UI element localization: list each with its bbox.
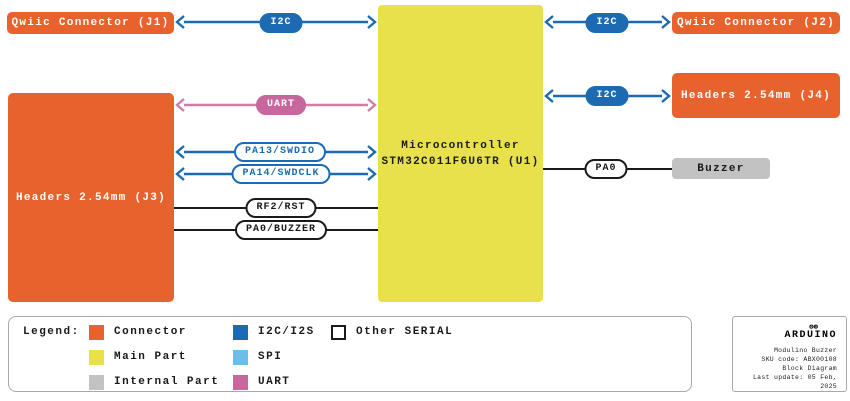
legend-label-spi: SPI	[258, 351, 283, 363]
spi-color-swatch	[233, 349, 248, 365]
headers-j4-block: Headers 2.54mm (J4)	[672, 73, 840, 118]
legend-title: Legend:	[23, 326, 80, 338]
sku-code: SKU code: ABX00108	[761, 356, 837, 363]
legend-label-other-serial: Other SERIAL	[356, 326, 454, 338]
headers-j3-label: Headers 2.54mm (J3)	[15, 191, 167, 204]
legend-item-other-serial: Other SERIAL	[331, 324, 453, 340]
uart-color-swatch	[233, 374, 248, 390]
connector-color-swatch	[89, 324, 104, 340]
legend-item-i2c-i2s: I2C/I2S	[233, 324, 315, 340]
pa0-pill: PA0	[584, 159, 628, 179]
pa13-swdio-pill: PA13/SWDIO	[233, 142, 327, 162]
i2c-i2s-color-swatch	[233, 324, 248, 340]
legend-label-i2c-i2s: I2C/I2S	[258, 326, 315, 338]
headers-j3-block: Headers 2.54mm (J3)	[8, 93, 174, 302]
headers-j4-label: Headers 2.54mm (J4)	[680, 89, 832, 102]
i2c-pill-j4: I2C	[585, 86, 629, 106]
rf2-rst-pill: RF2/RST	[245, 198, 317, 218]
registered-trademark-glyph: .	[818, 324, 819, 326]
i2c-pill-j1: I2C	[259, 13, 303, 33]
pa14-swdclk-pill: PA14/SWDCLK	[231, 164, 331, 184]
legend-label-connector: Connector	[114, 326, 187, 338]
legend-label-main-part: Main Part	[114, 351, 187, 363]
microcontroller-part-number: STM32C011F6U6TR (U1)	[381, 155, 540, 168]
other-serial-color-swatch	[331, 324, 346, 340]
qwiic-connector-j2-block: Qwiic Connector (J2)	[672, 12, 840, 34]
last-update: Last update: 05 Feb, 2025	[752, 374, 837, 390]
legend-item-internal-part: Internal Part	[89, 374, 219, 390]
buzzer-block: Buzzer	[672, 158, 770, 179]
legend-panel: Legend: Connector Main Part Internal Par…	[8, 316, 692, 392]
pa0-buzzer-pill: PA0/BUZZER	[234, 220, 328, 240]
legend-label-internal-part: Internal Part	[114, 376, 220, 388]
arduino-logo-icon: .	[809, 324, 819, 329]
document-type: Block Diagram	[782, 365, 837, 372]
legend-item-uart: UART	[233, 374, 290, 390]
buzzer-label: Buzzer	[697, 162, 745, 175]
document-info: Modulino Buzzer SKU code: ABX00108 Block…	[733, 346, 837, 391]
brand-name: ARDUINO	[784, 330, 837, 341]
qwiic-connector-j2-label: Qwiic Connector (J2)	[676, 17, 836, 29]
legend-item-spi: SPI	[233, 349, 282, 365]
microcontroller-u1-label: Microcontroller STM32C011F6U6TR (U1)	[381, 138, 539, 170]
main-part-color-swatch	[89, 349, 104, 365]
legend-label-uart: UART	[258, 376, 291, 388]
internal-part-color-swatch	[89, 374, 104, 390]
microcontroller-title: Microcontroller	[401, 139, 520, 152]
qwiic-connector-j1-block: Qwiic Connector (J1)	[7, 12, 174, 34]
microcontroller-u1-block: Microcontroller STM32C011F6U6TR (U1)	[378, 5, 543, 302]
legend-item-connector: Connector	[89, 324, 187, 340]
qwiic-connector-j1-label: Qwiic Connector (J1)	[11, 17, 170, 29]
legend-item-main-part: Main Part	[89, 349, 187, 365]
i2c-pill-j2: I2C	[585, 13, 629, 33]
uart-pill: UART	[255, 95, 307, 115]
branding-panel: . ARDUINO Modulino Buzzer SKU code: ABX0…	[732, 316, 847, 392]
product-name: Modulino Buzzer	[773, 347, 837, 354]
